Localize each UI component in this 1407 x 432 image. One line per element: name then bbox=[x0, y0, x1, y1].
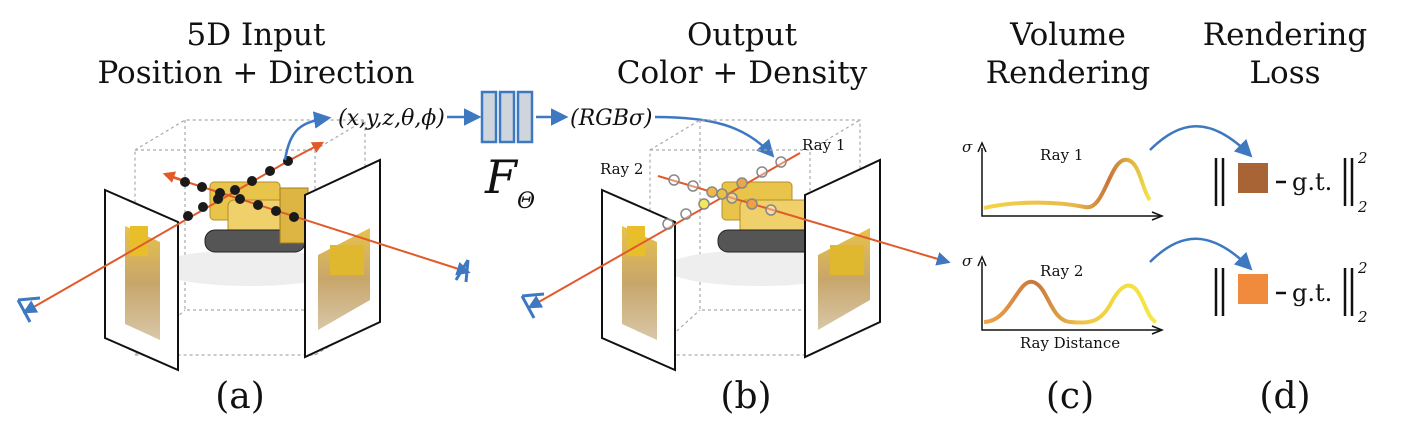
ray-2-label: Ray 2 bbox=[600, 160, 643, 178]
plot-2-density-curve bbox=[983, 279, 1158, 325]
plot-2-axes bbox=[981, 262, 1160, 331]
section-d-header: Rendering Loss bbox=[1203, 17, 1367, 91]
ray-1-label: Ray 1 bbox=[802, 136, 845, 154]
network-subscript: Θ bbox=[517, 189, 535, 214]
arrow-to-output-rays bbox=[654, 115, 775, 158]
section-a-title-line2: Position + Direction bbox=[97, 55, 414, 91]
ground-truth-label-2: g.t. bbox=[1292, 279, 1332, 307]
network-block: (x,y,z,θ,ϕ) (RGBσ) F Θ bbox=[283, 90, 775, 214]
sample-points-b bbox=[662, 156, 787, 230]
plot-2-title: Ray 2 bbox=[1040, 262, 1083, 280]
ground-truth-label-1: g.t. bbox=[1292, 168, 1332, 196]
section-b-header: Output Color + Density bbox=[617, 17, 868, 91]
section-a-title-line1: 5D Input bbox=[187, 17, 326, 53]
plot-1-y-symbol: σ bbox=[962, 138, 973, 156]
scene-shadow-a bbox=[155, 250, 345, 286]
section-d-title-line2: Loss bbox=[1249, 55, 1320, 91]
loss-exponent-2: 2 bbox=[1357, 259, 1368, 277]
output-ray-1 bbox=[527, 152, 801, 309]
sub-label-b: (b) bbox=[720, 376, 771, 417]
panel-b-scene: Ray 1 Ray 2 bbox=[520, 119, 951, 372]
plot-1-axes bbox=[981, 148, 1160, 217]
network-layer-1 bbox=[480, 90, 498, 144]
section-c-header: Volume Rendering bbox=[986, 17, 1150, 91]
section-b-title-line2: Color + Density bbox=[617, 55, 868, 91]
rendered-color-swatch-1 bbox=[1238, 163, 1268, 193]
loss-exponent-1: 2 bbox=[1357, 149, 1368, 167]
network-output-label: (RGBσ) bbox=[570, 106, 653, 131]
output-ray-2 bbox=[657, 175, 951, 266]
panel-d-loss: g.t. 2 2 g.t. 2 2 bbox=[1149, 125, 1368, 326]
network-name: F bbox=[484, 150, 519, 204]
bulldozer-model-b bbox=[717, 181, 819, 253]
network-layer-3 bbox=[516, 90, 534, 144]
loss-subscript-2: 2 bbox=[1357, 308, 1368, 326]
sub-label-d: (d) bbox=[1259, 376, 1310, 417]
section-c-title-line1: Volume bbox=[1009, 17, 1126, 53]
density-plot-ray-1: σ Ray 1 bbox=[962, 138, 1165, 221]
section-b-title-line1: Output bbox=[687, 17, 798, 53]
input-ray-left-tip bbox=[289, 141, 325, 161]
loss-subscript-1: 2 bbox=[1357, 198, 1368, 216]
network-input-label: (x,y,z,θ,ϕ) bbox=[338, 106, 445, 131]
camera-icon-left-a bbox=[16, 296, 41, 323]
input-ray-left bbox=[22, 159, 291, 314]
image-plane-right-b bbox=[804, 158, 881, 359]
network-layer-2 bbox=[498, 90, 516, 144]
image-plane-right-a bbox=[304, 158, 381, 359]
arrow-to-loss-2 bbox=[1149, 237, 1253, 271]
camera-icon-left-b bbox=[520, 292, 545, 319]
loss-term-ray-1: g.t. 2 2 bbox=[1214, 149, 1368, 216]
plot-1-title: Ray 1 bbox=[1040, 146, 1083, 164]
bounding-box-b bbox=[649, 119, 861, 356]
panel-c-plots: σ Ray 1 σ Ray 2 Ray Distance bbox=[962, 138, 1165, 352]
arrow-to-input bbox=[283, 111, 332, 161]
sub-label-c: (c) bbox=[1046, 376, 1094, 417]
sub-label-a: (a) bbox=[215, 376, 265, 417]
section-a-header: 5D Input Position + Direction bbox=[97, 17, 414, 91]
image-plane-left-a bbox=[104, 188, 179, 372]
loss-term-ray-2: g.t. 2 2 bbox=[1214, 259, 1368, 326]
density-plot-ray-2: σ Ray 2 Ray Distance bbox=[962, 252, 1165, 352]
rendered-color-swatch-2 bbox=[1238, 274, 1268, 304]
panel-a-scene bbox=[16, 119, 471, 372]
image-plane-left-b bbox=[601, 188, 676, 372]
section-c-title-line2: Rendering bbox=[986, 55, 1150, 91]
arrow-to-loss-1 bbox=[1149, 125, 1253, 158]
camera-icon-right-a bbox=[454, 259, 470, 283]
plot-1-density-curve bbox=[983, 157, 1152, 210]
plot-x-label: Ray Distance bbox=[1020, 334, 1120, 352]
section-d-title-line1: Rendering bbox=[1203, 17, 1367, 53]
plot-2-y-symbol: σ bbox=[962, 252, 973, 270]
